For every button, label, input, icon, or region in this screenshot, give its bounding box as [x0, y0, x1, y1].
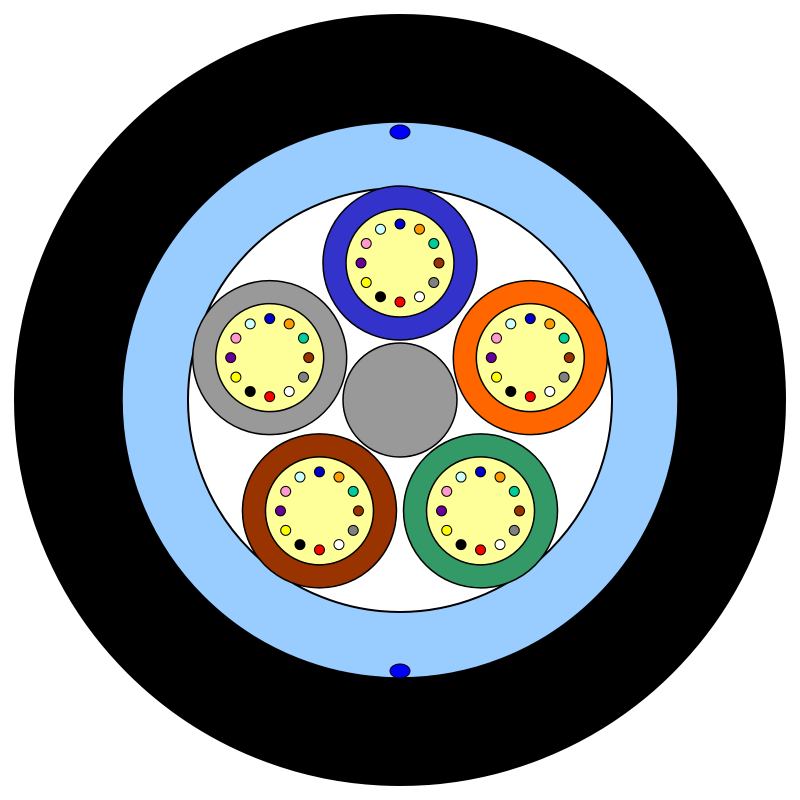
buffer-tube-orange: [452, 279, 609, 436]
central-strength-member: [342, 342, 458, 458]
fiber-violet: [225, 352, 237, 364]
fiber-violet: [274, 505, 286, 517]
fiber-aqua: [375, 223, 386, 235]
tube-gel-filling: [425, 456, 536, 566]
ripcords: [389, 124, 411, 679]
fiber-rose: [491, 332, 503, 344]
fiber-slate: [558, 371, 570, 383]
fiber-aqua: [505, 318, 517, 330]
fiber-black: [294, 539, 306, 551]
fiber-green: [297, 332, 309, 344]
fiber-black: [455, 539, 467, 551]
fiber-blue: [475, 466, 487, 478]
ripcord: [389, 124, 411, 140]
fiber-brown: [563, 352, 575, 364]
fiber-rose: [230, 332, 242, 344]
buffer-tubes: [191, 185, 609, 589]
tube-gel-filling: [264, 456, 375, 566]
fiber-blue: [394, 218, 406, 230]
buffer-tube-green: [402, 433, 559, 589]
fiber-red: [313, 544, 325, 556]
fiber-white: [333, 539, 345, 551]
fiber-green: [508, 485, 520, 497]
fiber-aqua: [455, 471, 467, 483]
fiber-yellow: [360, 277, 372, 288]
fiber-yellow: [280, 524, 292, 536]
fiber-slate: [347, 524, 359, 536]
fiber-white: [544, 385, 556, 397]
fiber-brown: [352, 505, 364, 517]
fiber-green: [558, 332, 570, 344]
fiber-orange: [544, 318, 556, 330]
fiber-aqua: [294, 471, 306, 483]
fiber-black: [375, 291, 386, 303]
fiber-violet: [355, 257, 367, 269]
ripcord: [389, 663, 411, 679]
fiber-orange: [414, 223, 425, 235]
fiber-brown: [514, 505, 526, 517]
fiber-white: [414, 291, 425, 303]
fiber-blue: [524, 313, 536, 325]
fiber-orange: [333, 471, 345, 483]
fiber-yellow: [441, 524, 453, 536]
fiber-blue: [264, 313, 276, 325]
fiber-slate: [428, 277, 440, 288]
fiber-orange: [283, 318, 295, 330]
fiber-brown: [433, 257, 445, 269]
buffer-tube-blue: [322, 185, 478, 341]
fiber-orange: [494, 471, 506, 483]
fiber-red: [524, 391, 536, 403]
fiber-white: [283, 385, 295, 397]
fiber-rose: [280, 485, 292, 497]
tube-gel-filling: [475, 302, 586, 413]
fiber-black: [244, 385, 256, 397]
fiber-rose: [360, 238, 372, 249]
fiber-green: [347, 485, 359, 497]
fiber-brown: [303, 352, 315, 364]
fiber-violet: [485, 352, 497, 364]
fiber-slate: [508, 524, 520, 536]
fiber-red: [475, 544, 487, 556]
buffer-tube-brown: [241, 433, 398, 589]
fiber-violet: [436, 505, 448, 517]
fiber-white: [494, 539, 506, 551]
fiber-yellow: [230, 371, 242, 383]
fiber-black: [505, 385, 517, 397]
fiber-yellow: [491, 371, 503, 383]
fiber-rose: [441, 485, 453, 497]
fiber-red: [394, 296, 406, 308]
buffer-tube-slate: [191, 279, 348, 436]
fiber-green: [428, 238, 440, 249]
fiber-blue: [313, 466, 325, 478]
tube-gel-filling: [214, 302, 325, 413]
tube-gel-filling: [345, 208, 455, 318]
fiber-red: [264, 391, 276, 403]
fiber-slate: [297, 371, 309, 383]
fiber-aqua: [244, 318, 256, 330]
